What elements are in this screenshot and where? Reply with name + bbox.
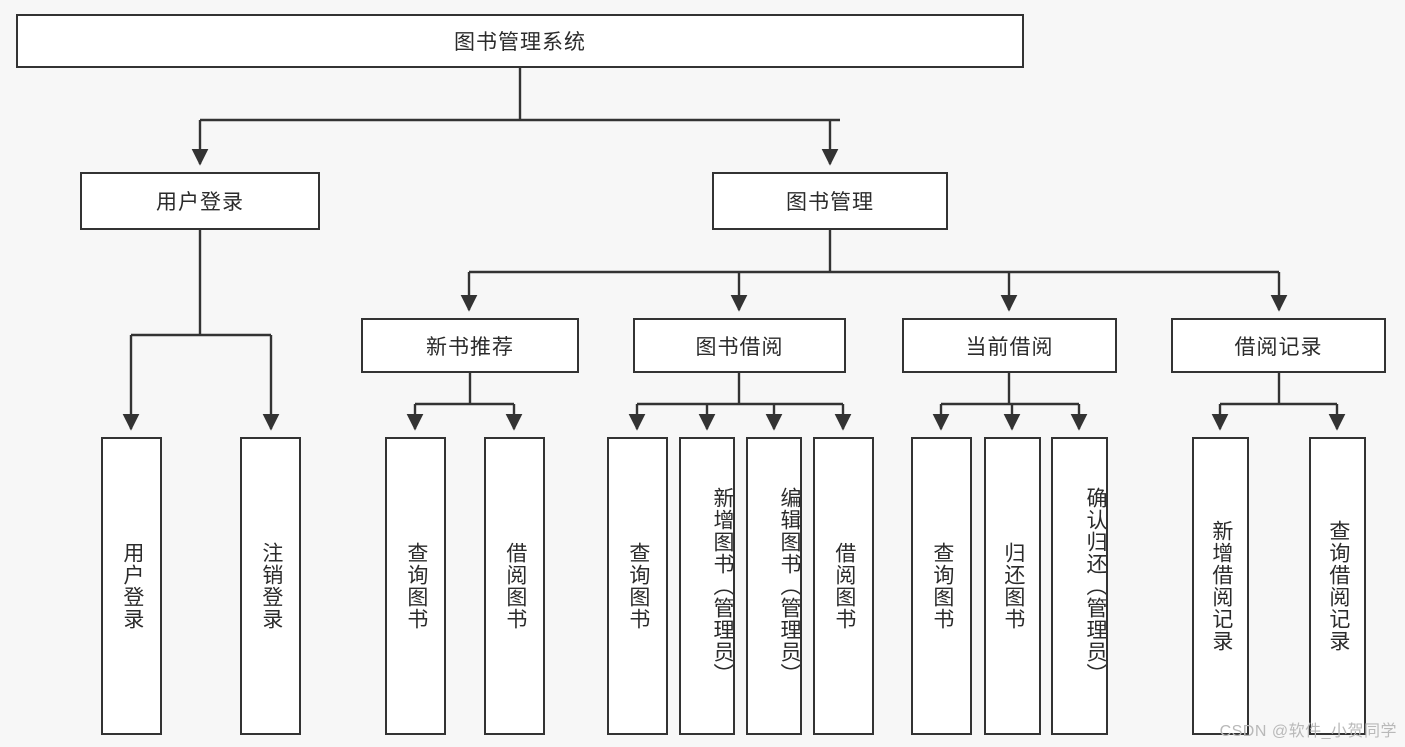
leaf-leaf-confirm-return: 确认归还（管理员） bbox=[1051, 437, 1108, 735]
leaf-leaf-borrow-book-1: 借阅图书 bbox=[484, 437, 545, 735]
leaf-leaf-return-book: 归还图书 bbox=[984, 437, 1041, 735]
leaf-leaf-add-book: 新增图书（管理员） bbox=[679, 437, 735, 735]
node-new-book-rec: 新书推荐 bbox=[361, 318, 579, 373]
node-current-borrow: 当前借阅 bbox=[902, 318, 1117, 373]
leaf-leaf-add-record: 新增借阅记录 bbox=[1192, 437, 1249, 735]
node-borrow-record: 借阅记录 bbox=[1171, 318, 1386, 373]
leaf-leaf-query-book-2: 查询图书 bbox=[607, 437, 668, 735]
node-root: 图书管理系统 bbox=[16, 14, 1024, 68]
leaf-leaf-edit-book: 编辑图书（管理员） bbox=[746, 437, 802, 735]
node-book-borrow: 图书借阅 bbox=[633, 318, 846, 373]
node-book-manage: 图书管理 bbox=[712, 172, 948, 230]
csdn-watermark: CSDN @软件_小贺同学 bbox=[1219, 723, 1397, 740]
leaf-leaf-query-record: 查询借阅记录 bbox=[1309, 437, 1366, 735]
leaf-leaf-logout: 注销登录 bbox=[240, 437, 301, 735]
leaf-leaf-user-login: 用户登录 bbox=[101, 437, 162, 735]
node-user-login: 用户登录 bbox=[80, 172, 320, 230]
leaf-leaf-query-book-3: 查询图书 bbox=[911, 437, 972, 735]
leaf-leaf-query-book-1: 查询图书 bbox=[385, 437, 446, 735]
leaf-leaf-borrow-book-2: 借阅图书 bbox=[813, 437, 874, 735]
